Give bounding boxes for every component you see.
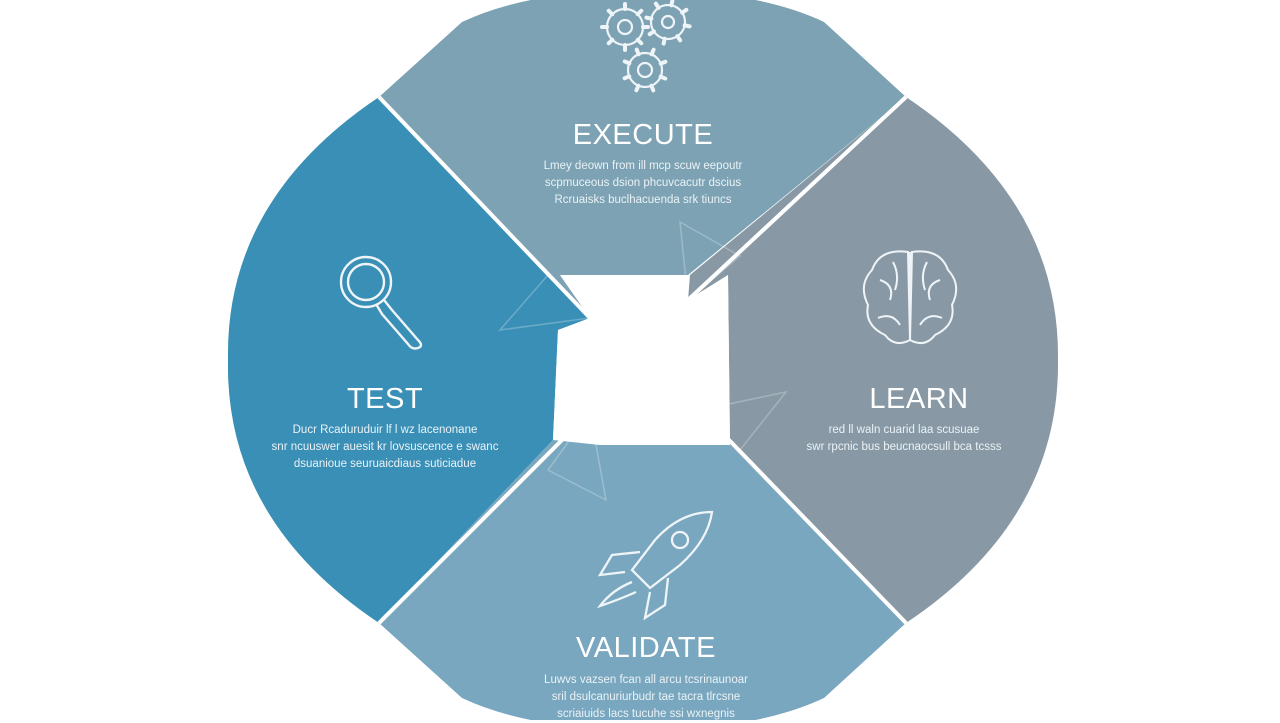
gear-tooth [658, 74, 668, 81]
execute-line-2: scpmuceous dsion phcuvcacutr dscius [544, 177, 742, 189]
test-line-3: dsuanioue seuruaicdiaus suticiadue [293, 458, 477, 470]
learn-description: red ll waln cuarid laa scusuae swr rpcni… [754, 422, 1054, 456]
gear-tooth [606, 37, 615, 46]
gear-tooth [644, 15, 654, 21]
test-title: TEST [346, 383, 424, 415]
brain-icon [862, 250, 958, 345]
gear-tooth [649, 47, 656, 57]
segment-dividers [377, 95, 908, 625]
execute-title: EXECUTE [572, 119, 714, 151]
gear-tooth [606, 8, 615, 17]
test-line-2: snr ncuuswer auesit kr lovsuscence e swa… [271, 441, 499, 453]
magnifier-icon [339, 255, 423, 350]
gear-tooth [658, 59, 668, 66]
gear-tooth [675, 34, 683, 43]
test-description: Ducr Rcaduruduir lf l wz lacenonane snr … [235, 422, 535, 473]
flow-arrows [498, 220, 788, 502]
learn-title: LEARN [869, 383, 969, 415]
execute-description: Lmey deown from ill mcp scuw eepoutr scp… [493, 158, 793, 209]
validate-line-1: Luwvs vazsen fcan all arcu tcsrinaunoar [544, 674, 748, 686]
gear-tooth [680, 7, 689, 15]
gear-tooth [635, 8, 644, 17]
gear-tooth [635, 37, 644, 46]
learn-line-2: swr rpcnic bus beucnaocsull bca tcsss [806, 441, 1002, 453]
center-square [553, 275, 730, 445]
gear-tooth [622, 59, 632, 66]
validate-description: Luwvs vazsen fcan all arcu tcsrinaunoar … [496, 672, 796, 723]
validate-line-3: scriaiuids lacs tucuhe ssi wxnegnis [557, 708, 735, 720]
gear-tooth [649, 83, 656, 93]
gear-tooth [669, 0, 675, 8]
gear-tooth [634, 47, 641, 57]
gear-tooth [661, 36, 667, 46]
segment-test[interactable] [180, 97, 590, 623]
gear-tooth [647, 29, 656, 37]
segment-validate[interactable] [379, 440, 906, 720]
execute-line-1: Lmey deown from ill mcp scuw eepoutr [543, 160, 743, 172]
gear-tooth [622, 74, 632, 81]
learn-line-1: red ll waln cuarid laa scusuae [828, 424, 980, 436]
validate-title: VALIDATE [576, 632, 716, 664]
execute-line-3: Rcruaisks buclhacuenda srk tiuncs [554, 194, 732, 206]
rocket-icon [596, 510, 714, 621]
segment-learn[interactable] [688, 97, 1100, 623]
gear-tooth [682, 23, 692, 29]
gear-tooth [653, 1, 661, 10]
validate-line-2: sril dsulcanuriurbudr tae tacra tlrcsne [551, 691, 741, 703]
gear-tooth [634, 83, 641, 93]
test-line-1: Ducr Rcaduruduir lf l wz lacenonane [292, 424, 478, 436]
gears-icon [600, 0, 692, 93]
